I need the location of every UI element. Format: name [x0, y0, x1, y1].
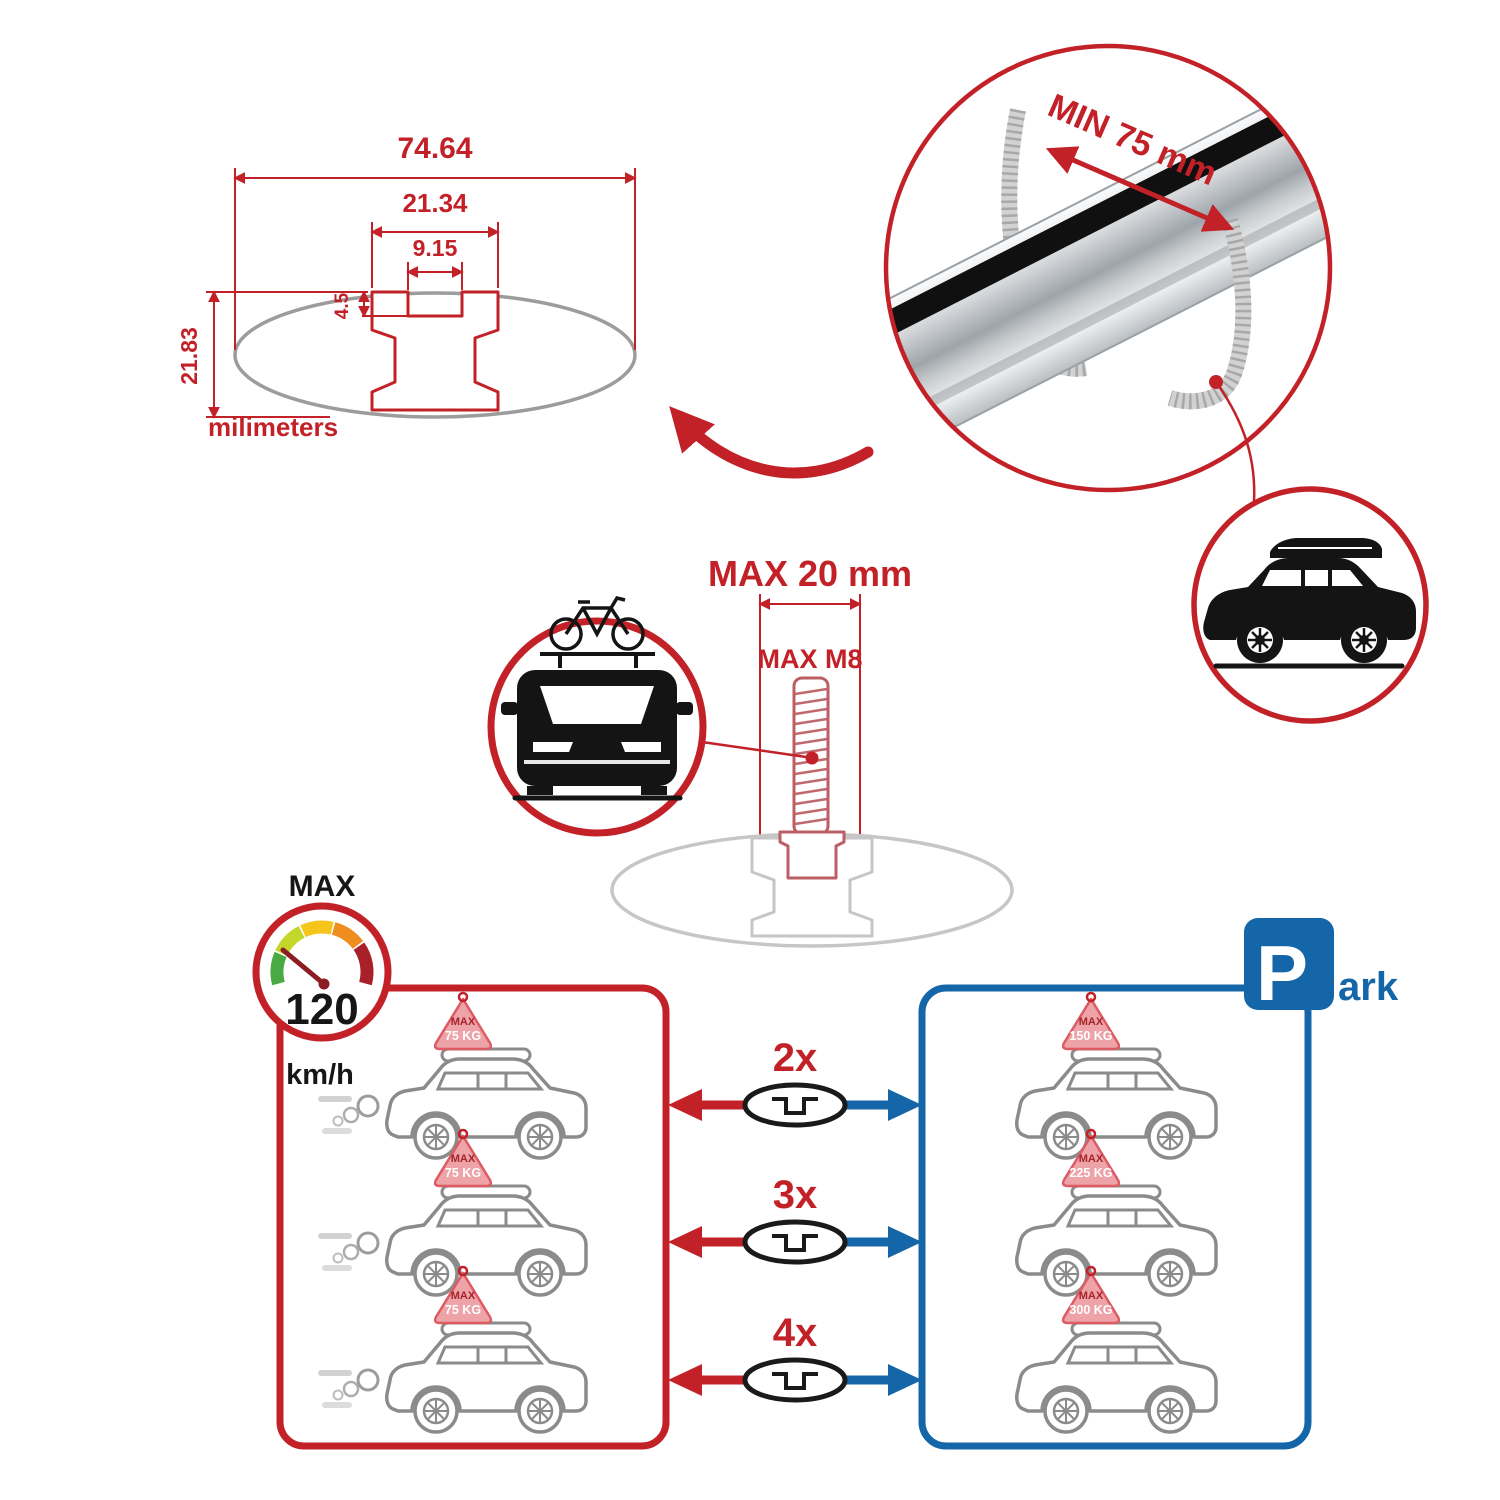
parking-sign-square [1244, 918, 1334, 1010]
flag-load-value: 75 KG [445, 1029, 481, 1043]
driving-zone-box [276, 984, 670, 1450]
crossbar-section-icon [742, 1357, 848, 1403]
bolt-head [778, 830, 846, 880]
flag-max-label: MAX [1079, 1016, 1104, 1028]
parked-cars: MAX 150 KG MAX 225 KG MAX 300 KG [1015, 991, 1218, 1434]
multiplier-label-2x: 2x [773, 1036, 818, 1080]
right-arrowhead [888, 1089, 922, 1121]
profile-pointer-arrow [669, 406, 874, 479]
callout-line-to-suv [1214, 381, 1256, 503]
bicycle-icon [540, 595, 655, 668]
driving-car-1 [385, 1047, 588, 1160]
bolt-threads [794, 687, 828, 826]
parked-car-3 [1015, 1321, 1218, 1434]
crossbar-section-icon [742, 1219, 848, 1265]
t-bolt [778, 676, 846, 880]
left-headlight [533, 742, 573, 752]
flag-load-value: 300 KG [1069, 1303, 1112, 1317]
profile-dimension-diagram: 74.64 21.34 9.15 4.5 21.83 milimeters [176, 132, 874, 479]
left-arrowhead [668, 1364, 702, 1396]
crossbar-section-icon [742, 1082, 848, 1128]
flag-load-value: 75 KG [445, 1166, 481, 1180]
flag-max-label: MAX [451, 1290, 476, 1302]
flag-load-value: 225 KG [1069, 1166, 1112, 1180]
units-label: milimeters [208, 412, 338, 442]
left-arrowhead [668, 1226, 702, 1258]
multiplier-label-4x: 4x [773, 1311, 818, 1355]
dim-total-height-label: 21.83 [176, 327, 202, 385]
parking-sign-suffix: ark [1338, 965, 1399, 1009]
bolt-max-width-label: MAX 20 mm [708, 553, 912, 594]
right-headlight [621, 742, 661, 752]
speed-limit-gauge: MAX 120 km/h [252, 870, 392, 1091]
bar-detail-ring [883, 43, 1333, 493]
bolt-max-thread-label: MAX M8 [757, 644, 862, 674]
dim-channel-outer-label: 21.34 [402, 188, 468, 218]
driving-cars: MAX 75 KG MAX 75 KG MAX 75 KG [316, 991, 588, 1434]
bar-detail-circle: MIN 75 mm [883, 43, 1333, 503]
left-arrowhead [668, 1089, 702, 1121]
parking-zone-box [918, 984, 1312, 1450]
smoke-icon [316, 1368, 380, 1410]
parked-car-2 [1015, 1184, 1218, 1297]
dim-channel-opening-label: 9.15 [413, 235, 458, 261]
smoke-icon [316, 1094, 380, 1136]
bolt-callout-dot [805, 751, 819, 765]
bolt-dimension-diagram: MAX 20 mm MAX M8 [610, 553, 1014, 948]
suv-circle [1191, 486, 1429, 724]
flag-max-label: MAX [1079, 1290, 1104, 1302]
left-mirror [501, 702, 518, 715]
dim-total-width-label: 74.64 [397, 132, 472, 165]
right-arrowhead [888, 1364, 922, 1396]
profile-t-slot-channel [370, 290, 500, 412]
flag-max-label: MAX [1079, 1153, 1104, 1165]
suv-silhouette [1203, 538, 1416, 669]
aluminium-bar [886, 49, 1330, 469]
gauge-needle [280, 947, 327, 987]
gauge-value: 120 [285, 985, 358, 1034]
parked-car-1 [1015, 1047, 1218, 1160]
ghost-profile [610, 832, 1014, 948]
clamp-sketch-front [1167, 217, 1252, 410]
driving-car-2 [385, 1184, 588, 1297]
right-mirror [676, 702, 693, 715]
driving-car-3 [385, 1321, 588, 1434]
car-front-circle [487, 595, 707, 837]
min-span-arrow [1045, 146, 1235, 232]
multiplier-label-3x: 3x [773, 1173, 818, 1217]
flag-load-value: 150 KG [1069, 1029, 1112, 1043]
parking-sign: P ark [1244, 918, 1399, 1017]
smoke-icon [316, 1231, 380, 1273]
right-arrowhead [888, 1226, 922, 1258]
callout-line-to-car-front [701, 740, 807, 759]
gauge-units: km/h [286, 1059, 354, 1091]
flag-load-value: 75 KG [445, 1303, 481, 1317]
flag-max-label: MAX [451, 1153, 476, 1165]
car-front-silhouette [501, 670, 693, 801]
crossbar-multiplier-rows: 2x 3x 4x [668, 1036, 922, 1403]
gauge-max-label: MAX [289, 870, 356, 903]
parking-sign-p: P [1256, 929, 1308, 1017]
flag-max-label: MAX [451, 1016, 476, 1028]
dim-lip-depth-label: 4.5 [332, 292, 353, 319]
